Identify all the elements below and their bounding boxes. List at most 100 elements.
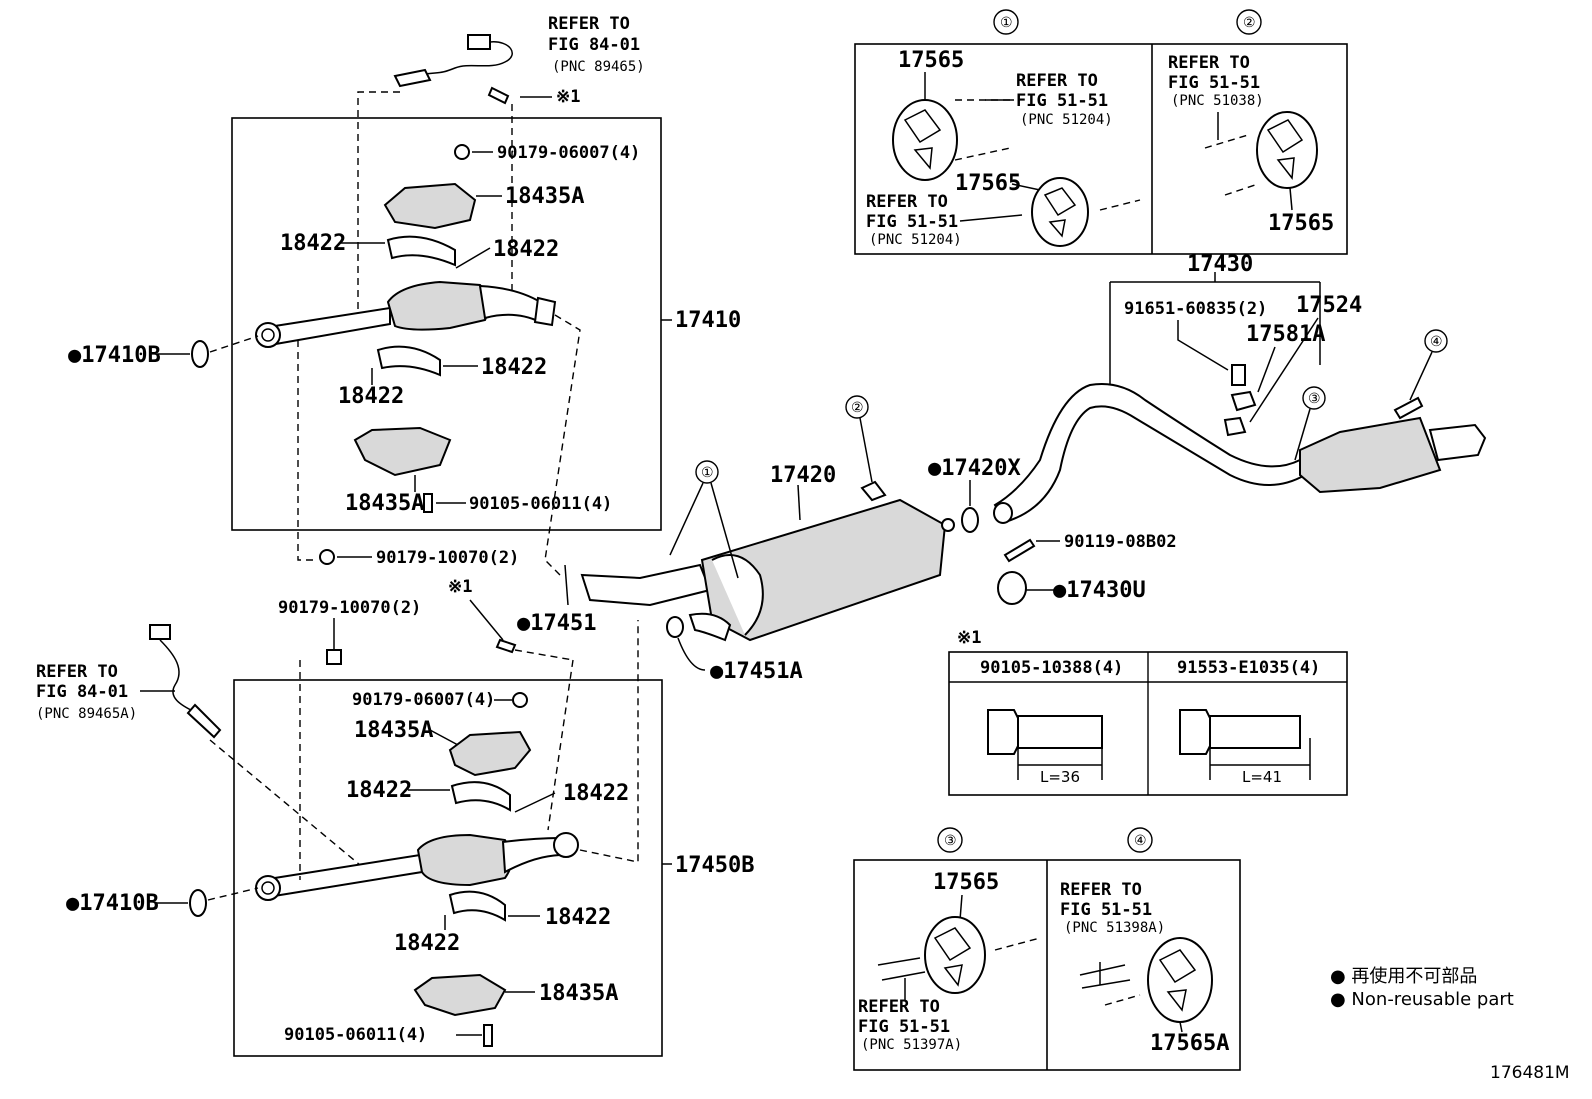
top-sensor-pnc: (PNC 89465)	[552, 59, 645, 75]
detail-4-refer: REFER TO	[1060, 880, 1142, 900]
lower-clamp-right-bottom-label: 18422	[545, 905, 611, 930]
part-17524	[1223, 416, 1247, 437]
lower-heat-insulator-bottom-label: 18435A	[539, 981, 618, 1006]
callout-2-pipe	[845, 395, 869, 419]
detail-1-2-box	[854, 43, 1348, 255]
detail-1-circle-text: ①	[1000, 15, 1013, 31]
center-pipe-label: 17420	[770, 463, 836, 488]
oxygen-sensor-top	[393, 34, 513, 88]
gasket-17410b-lower	[189, 889, 207, 917]
bolt-90119-label: 90119-08B02	[1064, 532, 1177, 552]
legend-jp: ● 再使用不可部品	[1330, 966, 1477, 987]
callout-4-tail-text: ④	[1430, 334, 1443, 350]
lower-clamp-left-bottom-label: 18422	[394, 931, 460, 956]
part-17581a-label: 17581A	[1246, 322, 1325, 347]
nut-top-upper	[454, 144, 470, 160]
detail-1-fig-b: FIG 51-51	[866, 212, 958, 232]
detail-4-circle	[1127, 827, 1153, 853]
mark-1-mid: ※1	[448, 577, 472, 597]
part-17524-label: 17524	[1296, 293, 1362, 318]
upper-clamp-right-bottom-label: 18422	[481, 355, 547, 380]
bolt-mark-1-top	[487, 86, 552, 105]
bottom-sensor-fig: FIG 84-01	[36, 682, 128, 702]
center-pipe-17420	[580, 480, 955, 642]
bolt-table-col2: 91553-E1035(4)	[1177, 658, 1320, 678]
heat-insulator-lower-bottom	[413, 973, 507, 1017]
upper-assembly-label: 17410	[675, 308, 741, 333]
hanger-17565-detail1a	[892, 99, 958, 181]
detail-3-circle-text: ③	[944, 833, 957, 849]
detail-1-circle	[993, 9, 1019, 35]
detail-3-part-label: 17565	[933, 870, 999, 895]
hanger-17565a-detail4	[1147, 937, 1213, 1023]
lower-box	[233, 679, 663, 1057]
gasket-17451-part	[564, 564, 569, 606]
front-pipe-lower	[255, 832, 579, 901]
tail-pipe-17430	[993, 383, 1487, 524]
detail-1-refer-b: REFER TO	[866, 192, 948, 212]
detail-3-pnc: (PNC 51397A)	[861, 1037, 962, 1053]
top-sensor-fig: FIG 84-01	[548, 35, 640, 55]
bolt-90105-10388	[987, 709, 1103, 780]
bolt-table-mark: ※1	[957, 628, 981, 648]
bolt-90119	[1003, 538, 1036, 563]
nut-lower-top-label: 90179-10070(2)	[278, 598, 421, 618]
gasket-17420x	[961, 507, 979, 533]
lower-heat-insulator-top-label: 18435A	[354, 718, 433, 743]
detail-4-pnc: (PNC 51398A)	[1064, 920, 1165, 936]
bolt-mark-1-mid	[495, 638, 517, 654]
detail-1-refer-a: REFER TO	[1016, 71, 1098, 91]
nut-mid-label: 90179-10070(2)	[376, 548, 519, 568]
detail-2-part-label: 17565	[1268, 211, 1334, 236]
gasket-upper-label: ●17410B	[68, 343, 161, 368]
clamp-upper-bottom	[376, 345, 441, 377]
detail-4-circle-text: ④	[1134, 833, 1147, 849]
lower-nut-top-label: 90179-06007(4)	[352, 690, 495, 710]
bolt-len-2: L=41	[1242, 768, 1282, 786]
oxygen-sensor-bottom	[149, 624, 222, 739]
bolt-upper-bottom	[423, 493, 433, 513]
gasket-lower-label: ●17410B	[66, 891, 159, 916]
detail-1-pnc-a: (PNC 51204)	[1020, 112, 1113, 128]
upper-heat-insulator-bottom-label: 18435A	[345, 491, 424, 516]
upper-heat-insulator-top-label: 18435A	[505, 184, 584, 209]
hanger-17565-detail1b	[1031, 177, 1089, 247]
mark-1-top: ※1	[556, 87, 580, 107]
gasket-17451-label: ●17451	[517, 611, 596, 636]
callout-1-pipe-text: ①	[701, 465, 714, 481]
clamp-17430u-label: ●17430U	[1053, 578, 1146, 603]
callout-3-tail	[1302, 386, 1326, 410]
heat-insulator-upper-top	[383, 182, 477, 230]
gasket-17420x-label: ●17420X	[928, 456, 1021, 481]
detail-3-circle	[937, 827, 963, 853]
lower-clamp-left-top-label: 18422	[346, 778, 412, 803]
detail-2-pnc: (PNC 51038)	[1171, 93, 1264, 109]
upper-nut-top-label: 90179-06007(4)	[497, 143, 640, 163]
gasket-17451a	[666, 616, 684, 638]
callout-1-pipe	[695, 460, 719, 484]
top-sensor-refer: REFER TO	[548, 14, 630, 34]
bolt-91651	[1231, 364, 1246, 386]
bolt-lower-bottom	[483, 1024, 493, 1047]
bolt-table-col1: 90105-10388(4)	[980, 658, 1123, 678]
clamp-lower-bottom	[448, 890, 506, 922]
bolt-len-1: L=36	[1040, 768, 1080, 786]
tail-pipe-label: 17430	[1187, 252, 1253, 277]
bottom-sensor-pnc: (PNC 89465A)	[36, 706, 137, 722]
gasket-17451a-label: ●17451A	[710, 659, 803, 684]
clamp-17430u	[997, 571, 1027, 605]
gasket-17410b-upper	[191, 340, 209, 368]
detail-3-refer: REFER TO	[858, 997, 940, 1017]
callout-4-tail	[1424, 329, 1448, 353]
detail-1-part-a-label: 17565	[898, 48, 964, 73]
detail-2-circle-text: ②	[1243, 15, 1256, 31]
callout-2-pipe-text: ②	[851, 400, 864, 416]
upper-clamp-right-top-label: 18422	[493, 237, 559, 262]
detail-4-fig: FIG 51-51	[1060, 900, 1152, 920]
heat-insulator-upper-bottom	[353, 426, 452, 477]
figure-code: 176481M	[1490, 1063, 1570, 1083]
hanger-17565-detail2	[1256, 111, 1318, 189]
upper-clamp-left-bottom-label: 18422	[338, 384, 404, 409]
bolt-91553-e1035	[1179, 709, 1311, 780]
